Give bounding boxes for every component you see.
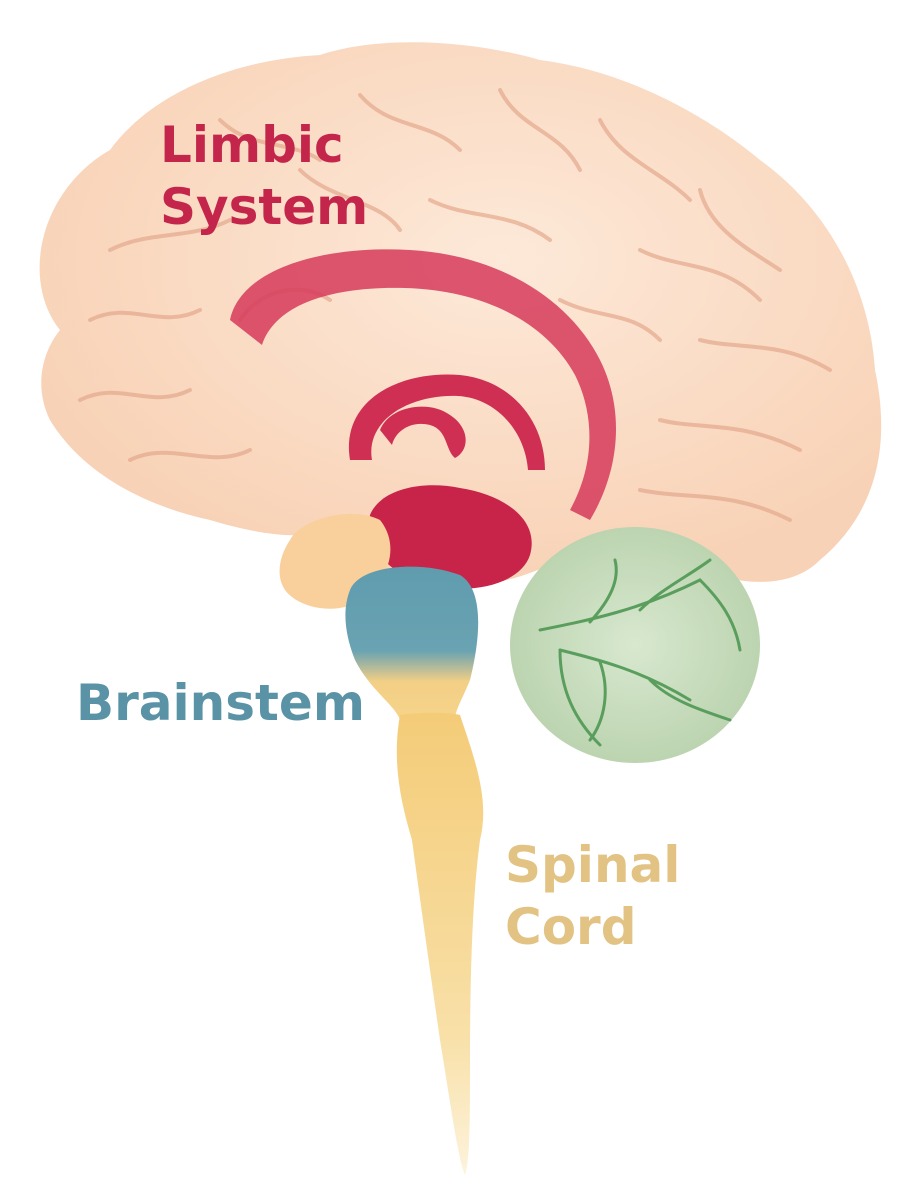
limbic-system-label-line-1: Limbic bbox=[160, 116, 344, 174]
spinal-cord-label-line-1: Spinal bbox=[505, 836, 681, 894]
cingulate-arc bbox=[230, 249, 617, 520]
cerebellum bbox=[510, 527, 760, 763]
cerebellum-veins bbox=[538, 558, 742, 747]
brainstem-label: Brainstem bbox=[76, 672, 365, 734]
limbic-structures bbox=[230, 249, 617, 589]
limbic-system-label-line-2: System bbox=[160, 178, 369, 236]
spinal-cord-label: Spinal Cord bbox=[505, 834, 680, 958]
brainstem bbox=[345, 566, 479, 720]
inner-curl bbox=[380, 406, 466, 458]
spinal-cord-label-line-2: Cord bbox=[505, 898, 637, 956]
limbic-system-label: Limbic System bbox=[160, 114, 368, 238]
amygdala-hippocampus bbox=[368, 485, 532, 589]
brainstem-label-line-1: Brainstem bbox=[76, 674, 365, 732]
spinal-cord bbox=[396, 712, 484, 1175]
fornix bbox=[348, 374, 545, 470]
